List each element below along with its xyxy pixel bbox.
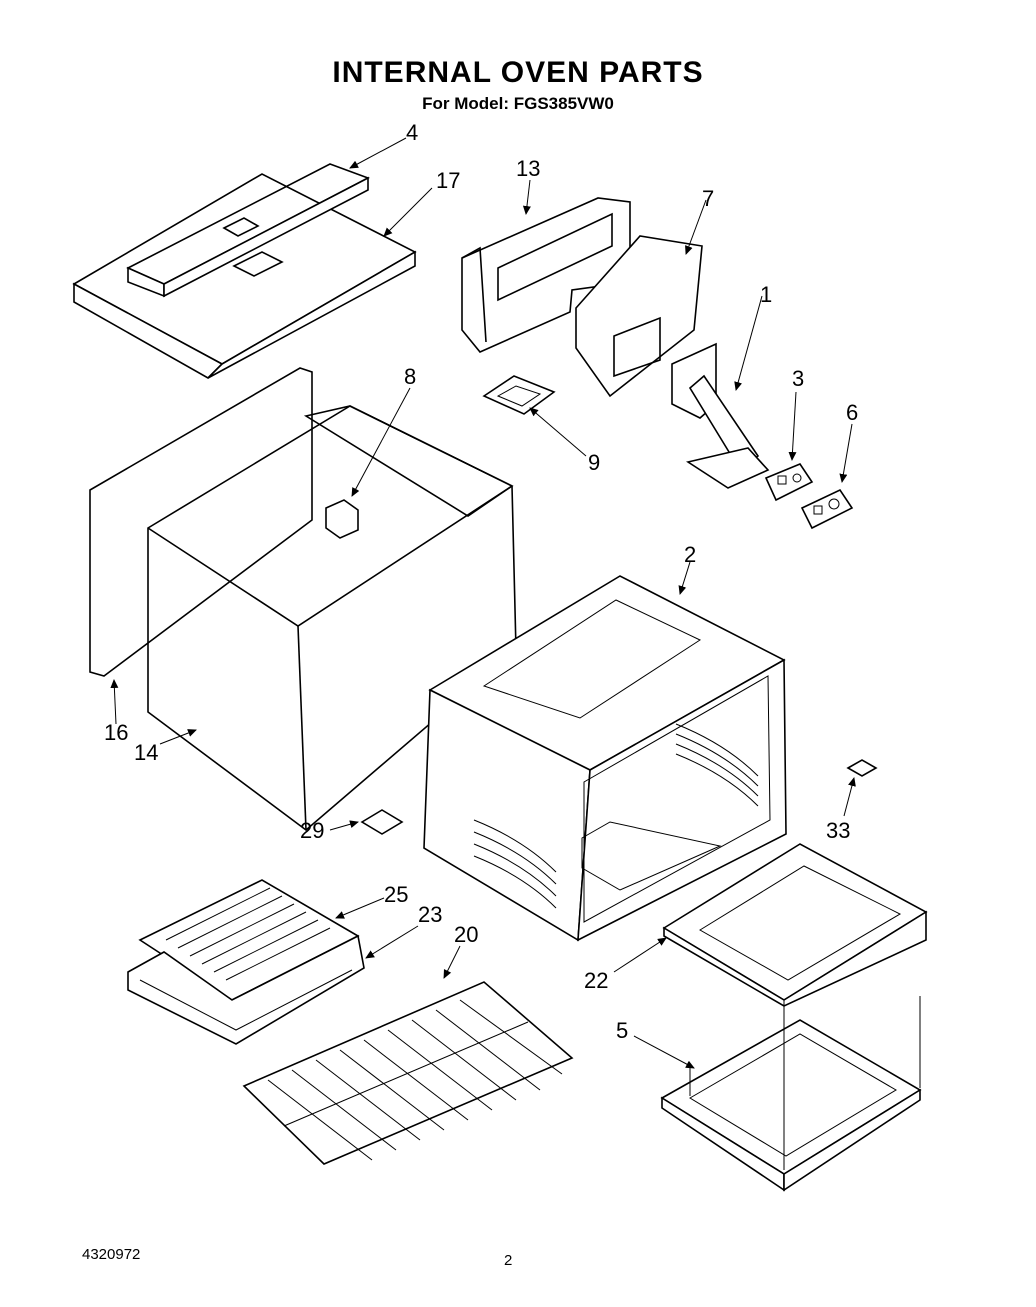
callout-4: 4: [406, 120, 418, 145]
gasket-6-part: [800, 488, 854, 530]
callout-33: 33: [826, 818, 850, 843]
leader-lines: [110, 137, 856, 1069]
bracket-8-part: [325, 499, 359, 539]
vent-shield-part: [575, 235, 703, 398]
callout-29: 29: [300, 818, 324, 843]
page-title: INTERNAL OVEN PARTS: [332, 56, 704, 89]
model-subtitle: For Model: FGS385VW0: [422, 94, 614, 113]
callout-17: 17: [436, 168, 460, 193]
callout-1: 1: [760, 282, 772, 307]
gasket-3-part: [764, 463, 814, 502]
vent-tube-part: [671, 342, 770, 489]
callout-3: 3: [792, 366, 804, 391]
callout-22: 22: [584, 968, 608, 993]
callout-16: 16: [104, 720, 128, 745]
callout-labels: 4 17 13 7 1 3 6 8 9 2 16 14 29 33 25 23 …: [104, 120, 858, 1043]
insulation-top-part: [72, 173, 417, 379]
callout-6: 6: [846, 400, 858, 425]
callout-8: 8: [404, 364, 416, 389]
callout-23: 23: [418, 902, 442, 927]
oven-cavity-part: [423, 575, 787, 942]
callout-20: 20: [454, 922, 478, 947]
callout-5: 5: [616, 1018, 628, 1043]
insulation-side-part: [89, 367, 313, 677]
callout-14: 14: [134, 740, 158, 765]
callout-2: 2: [684, 542, 696, 567]
callout-13: 13: [516, 156, 540, 181]
document-number: 4320972: [82, 1246, 141, 1263]
vent-duct-part: [461, 197, 631, 353]
clip-29-part: [360, 809, 404, 835]
callout-9: 9: [588, 450, 600, 475]
callout-25: 25: [384, 882, 408, 907]
oven-rack-part: [242, 981, 574, 1165]
burner-box-part: [660, 996, 922, 1192]
page-number: 2: [504, 1252, 513, 1269]
clip-33-part: [846, 759, 878, 777]
callout-7: 7: [702, 186, 714, 211]
insulation-strip-part: [126, 163, 370, 298]
broiler-pan-part: [127, 934, 365, 1045]
gasket-9-part: [482, 375, 556, 415]
